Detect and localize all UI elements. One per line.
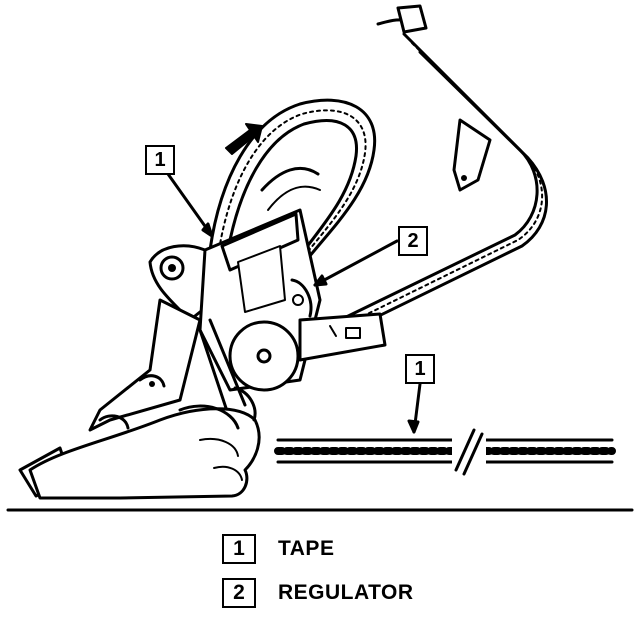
legend-label: TAPE <box>278 537 335 560</box>
hand <box>28 386 261 500</box>
legend-label: REGULATOR <box>278 581 414 604</box>
legend-number: 2 <box>222 578 256 608</box>
legend-item-regulator: 2 REGULATOR <box>222 576 414 610</box>
tape-loop <box>208 98 377 264</box>
callout-tape-upper: 1 <box>145 145 175 175</box>
legend-item-tape: 1 TAPE <box>222 532 334 566</box>
tape-detail-strip <box>274 428 616 476</box>
callout-regulator: 2 <box>398 226 428 256</box>
legend-number: 1 <box>222 534 256 564</box>
callout-arrows <box>166 172 422 434</box>
direction-arrow-icon <box>225 123 263 155</box>
regulator-body <box>148 208 387 392</box>
upper-tape-strip <box>338 4 549 332</box>
callout-tape-detail: 1 <box>405 354 435 384</box>
